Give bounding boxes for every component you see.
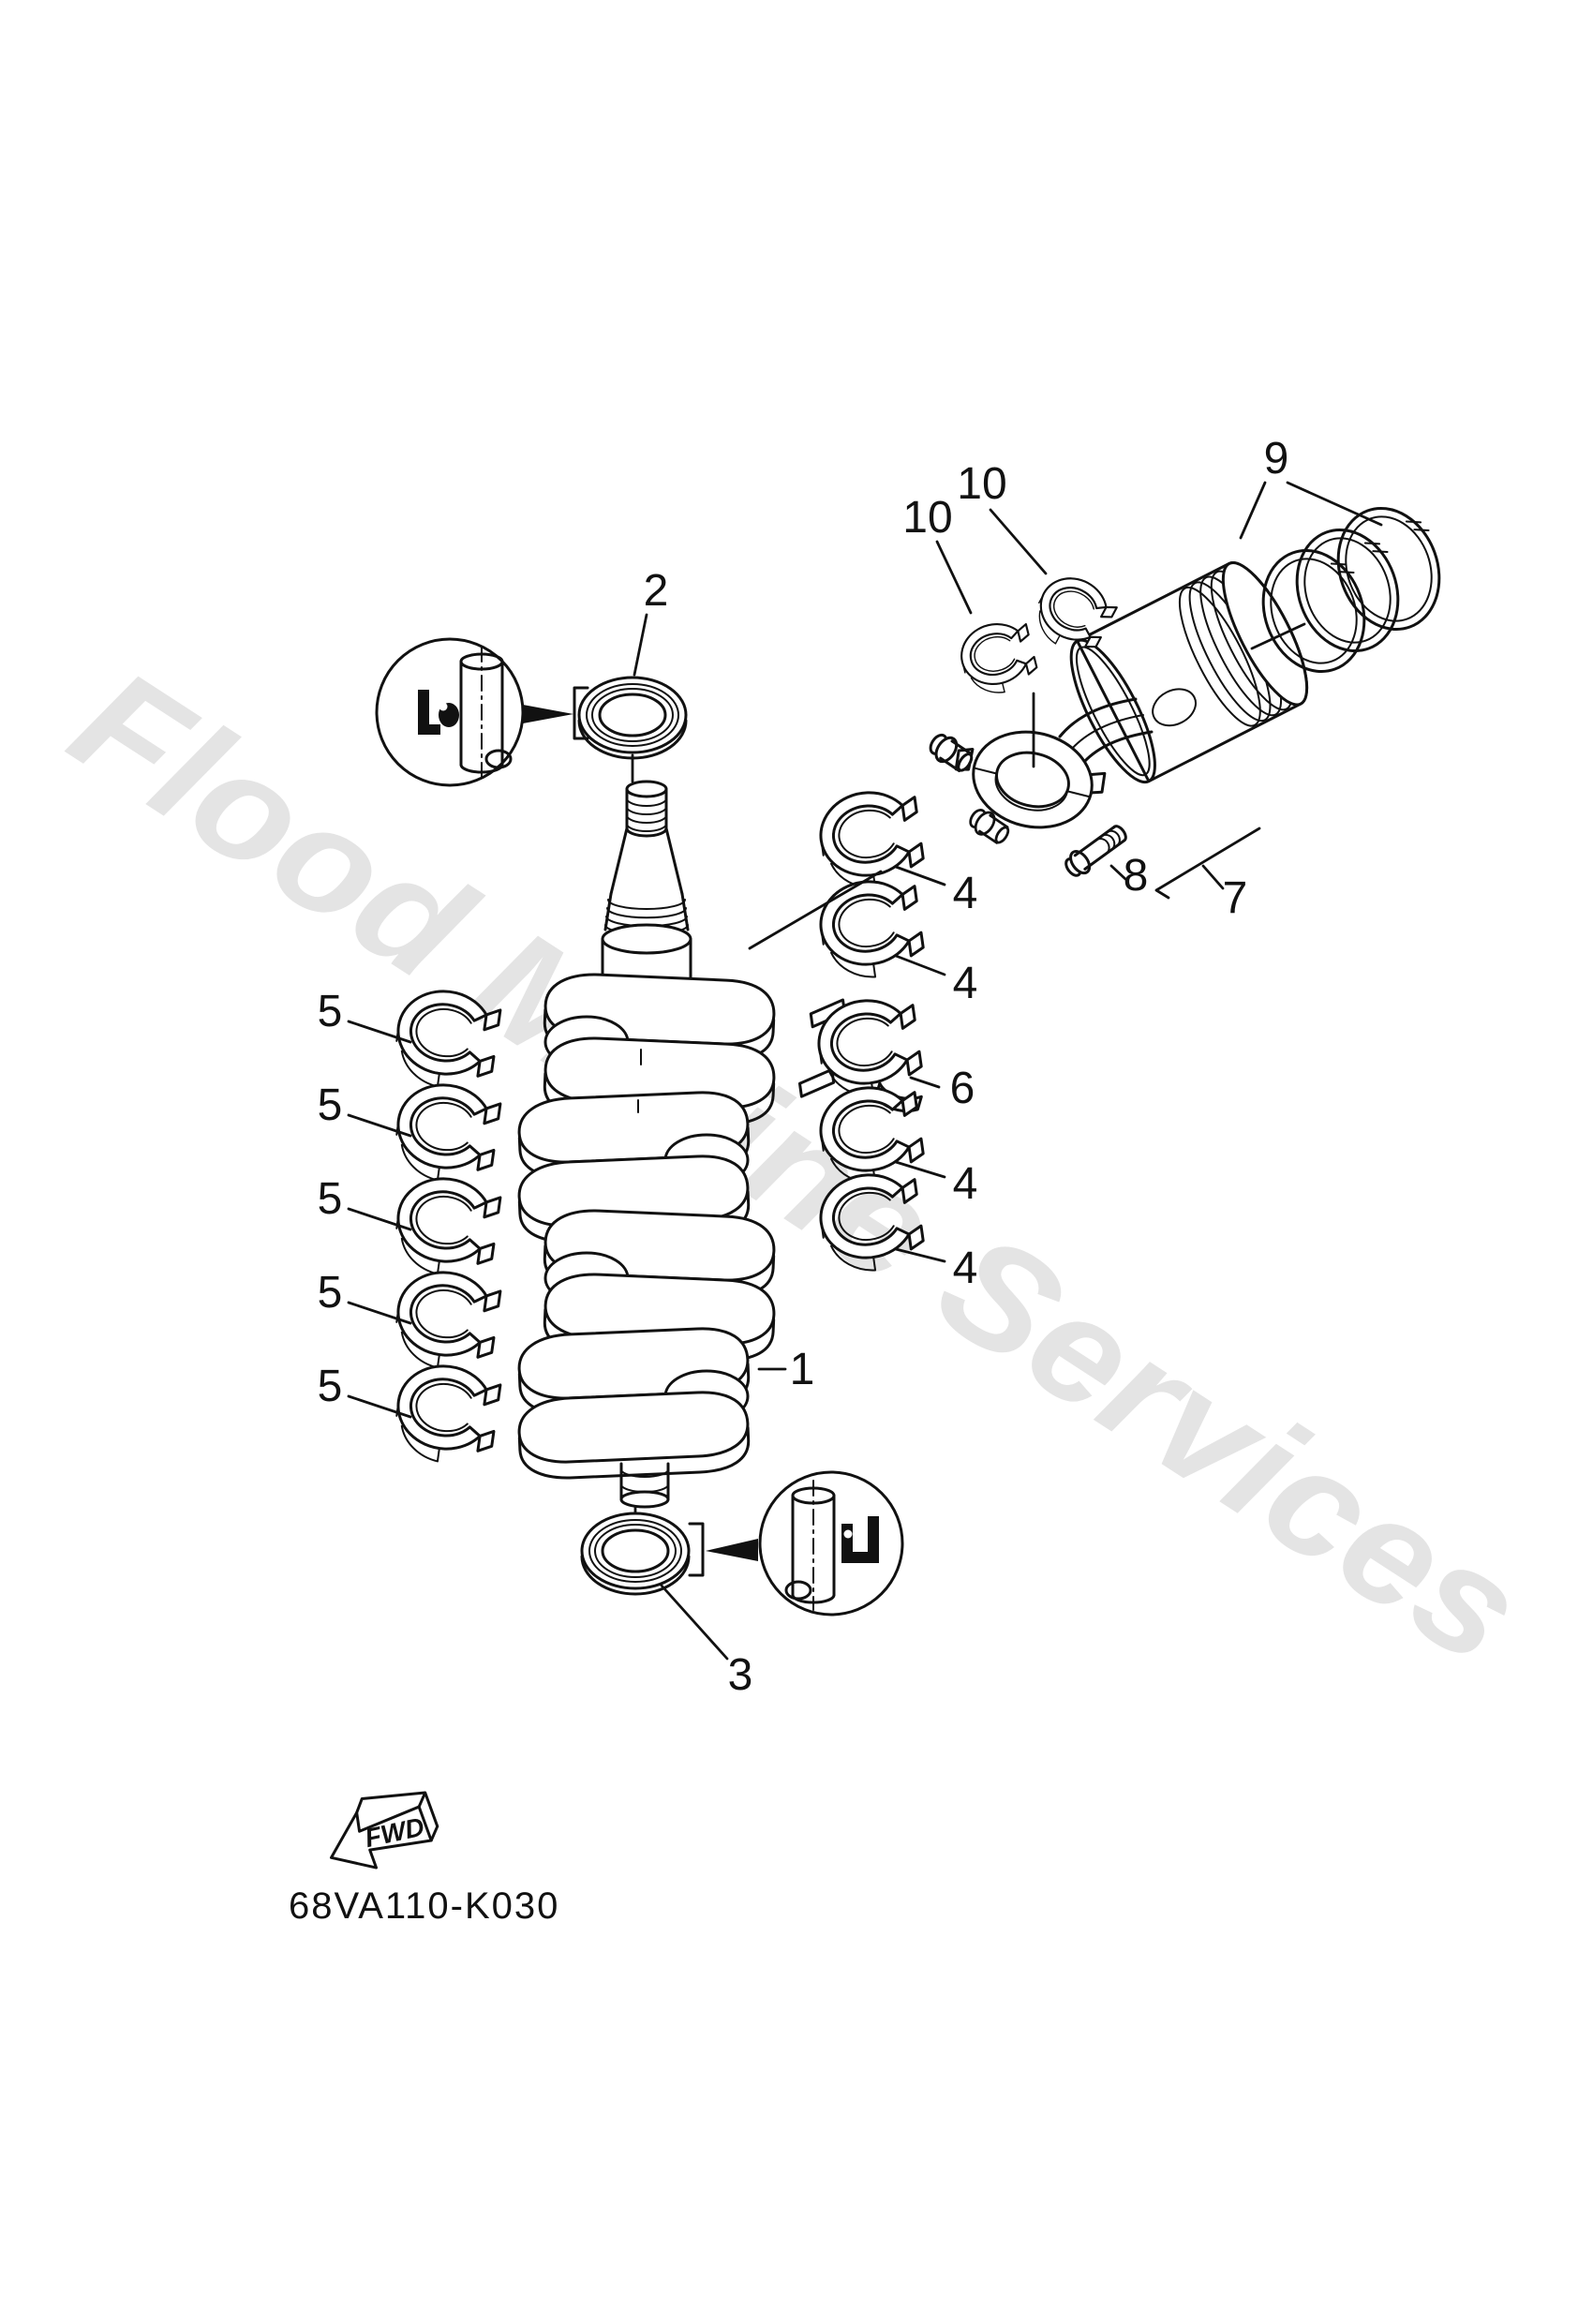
callout-10: 10 [902,493,952,543]
callout-3: 3 [728,1650,753,1700]
fwd-arrow-face [329,1805,433,1870]
callout-5: 5 [318,987,343,1036]
callout-7: 7 [1223,873,1248,923]
crank-bearing-column-right [797,784,929,1278]
fwd-arrow-extrusion [355,1791,439,1842]
connecting-rod-assembly [929,560,1309,877]
crankshaft [516,780,777,1509]
piston [1069,560,1309,784]
seal-section-icon [841,1516,879,1563]
seal-detail-inset-bottom [758,1470,904,1616]
callout-4: 4 [953,1244,978,1293]
big-end-bore [995,751,1070,809]
seal-position-bracket [573,686,589,740]
callouts: 2 10 10 9 8 7 4 4 6 4 4 5 5 5 5 5 1 3 [318,434,1289,1700]
watermark-text: Flood Marine Services [44,635,1550,1694]
callout-5: 5 [318,1080,343,1130]
callout-4: 4 [953,1159,978,1209]
main-bearing-shell [389,1264,504,1377]
lower-oil-seal [580,1505,705,1596]
callout-8: 8 [1124,851,1149,901]
compression-ring [1279,514,1418,667]
upper-oil-seal [573,676,688,783]
rod-bearing-half [954,615,1042,702]
piston-crown [1221,560,1309,707]
callout-10: 10 [957,459,1006,509]
cap-bolt [929,733,974,773]
callout-6: 6 [950,1064,975,1113]
callout-5: 5 [318,1174,343,1224]
main-bearing-shell [389,1077,504,1189]
rod-beam [1058,697,1154,764]
main-bearing-shell [389,1170,504,1283]
seal-section-icon [418,690,440,735]
seal-detail-inset-top [375,637,525,787]
fwd-label: FWD [363,1812,427,1854]
leader-lines [347,481,1383,1661]
callout-5: 5 [318,1268,343,1318]
callout-1: 1 [790,1345,815,1394]
wrist-pin-boss [1152,688,1197,727]
crank-pin-bearing-shell [813,873,929,985]
callout-4: 4 [953,869,978,918]
callout-2: 2 [644,566,669,616]
inset-arrow-top [523,705,573,723]
callout-9: 9 [1264,434,1289,484]
cap-bolt [969,809,1010,844]
diagram-code: 68VA110-K030 [289,1885,559,1927]
callout-4: 4 [953,959,978,1008]
seal-position-bracket [688,1522,705,1577]
rod-big-end [929,730,1107,844]
callout-5: 5 [318,1362,343,1411]
main-bearing-shell [389,1358,504,1470]
inset-arrow-bottom [706,1539,758,1561]
fwd-arrow: FWD [329,1791,439,1870]
rod-bolt [1064,825,1127,877]
